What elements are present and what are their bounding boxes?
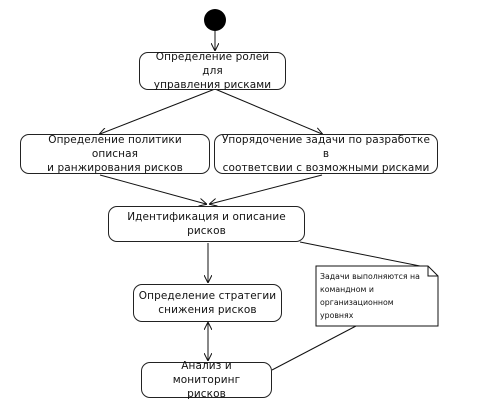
note-anchor-to-identification [299,241,421,267]
edge-policy-to-identification [99,174,206,204]
initial-node [204,9,226,31]
edge-roles-to-policy [100,88,216,134]
node-order-tasks: Упорядочение задачи по разработке в соот… [214,134,438,174]
edge-roles-to-ordering [214,88,322,134]
node-risk-strategy: Определение стратегии снижения рисков [133,284,282,322]
node-monitoring: Анализ и мониторинг рисков [141,360,272,400]
note-shape [315,265,439,327]
note-fold [427,266,438,277]
node-identify-risks: Идентификация и описание рисков [108,206,305,242]
edge-ordering-to-identification [210,174,323,204]
note-anchor-to-monitoring [271,325,357,371]
node-define-roles: Определение ролей для управления рисками [139,51,286,91]
note-text: Задачи выполняются на командном и органи… [320,272,420,320]
node-define-policy: Определение политики описная и ранжирова… [20,134,210,174]
